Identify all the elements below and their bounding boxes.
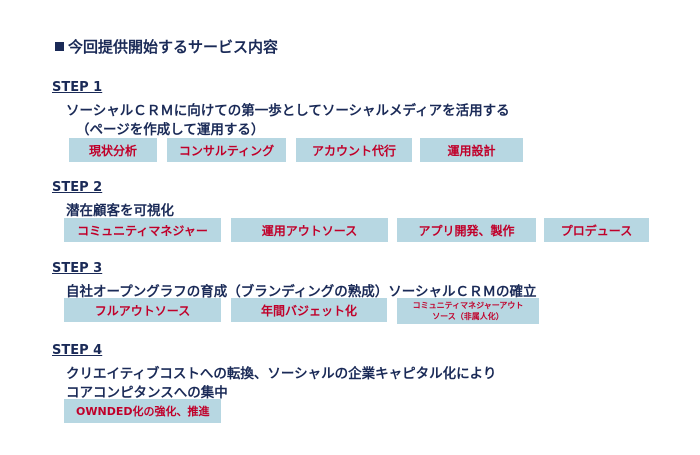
step-3-label: STEP 3 — [52, 261, 103, 276]
step-1-item-operation-design: 運用設計 — [420, 138, 523, 162]
step-4-desc-line-1: クリエイティブコストへの転換、ソーシャルの企業キャピタル化により — [66, 366, 497, 382]
step-3-item-annual-budget: 年間バジェット化 — [231, 298, 387, 322]
step-1-item-consulting: コンサルティング — [167, 138, 286, 162]
step-2-item-operation-outsource: 運用アウトソース — [231, 218, 388, 242]
step-1-item-current-analysis: 現状分析 — [69, 138, 157, 162]
step-2-item-produce: プロデュース — [544, 218, 649, 242]
step-2-item-app-development: アプリ開発、製作 — [397, 218, 536, 242]
step-4-item-owned-media: OWNDED化の強化、推進 — [64, 399, 221, 423]
step-3-desc-line-1: 自社オープングラフの育成（ブランディングの熟成）ソーシャルＣＲＭの確立 — [66, 284, 537, 300]
step-1-desc-line-2: （ページを作成して運用する） — [76, 122, 265, 138]
page-title: 今回提供開始するサービス内容 — [55, 36, 278, 57]
step-1-label: STEP 1 — [52, 80, 103, 95]
step-1-item-account-agency: アカウント代行 — [296, 138, 412, 162]
step-3-item-community-manager-outsource: コミュニティマネジャーアウトソース（非属人化） — [397, 298, 539, 324]
step-3-item-full-outsource: フルアウトソース — [64, 298, 221, 322]
step-2-desc-line-1: 潜在顧客を可視化 — [66, 203, 174, 219]
step-2-item-community-manager: コミュニティマネジャー — [64, 218, 221, 242]
step-4-label: STEP 4 — [52, 343, 103, 358]
step-1-desc-line-1: ソーシャルＣＲＭに向けての第一歩としてソーシャルメディアを活用する — [66, 103, 510, 119]
square-bullet-icon — [55, 42, 64, 51]
step-2-label: STEP 2 — [52, 180, 103, 195]
step-4-desc-line-2: コアコンピタンスへの集中 — [66, 385, 228, 401]
